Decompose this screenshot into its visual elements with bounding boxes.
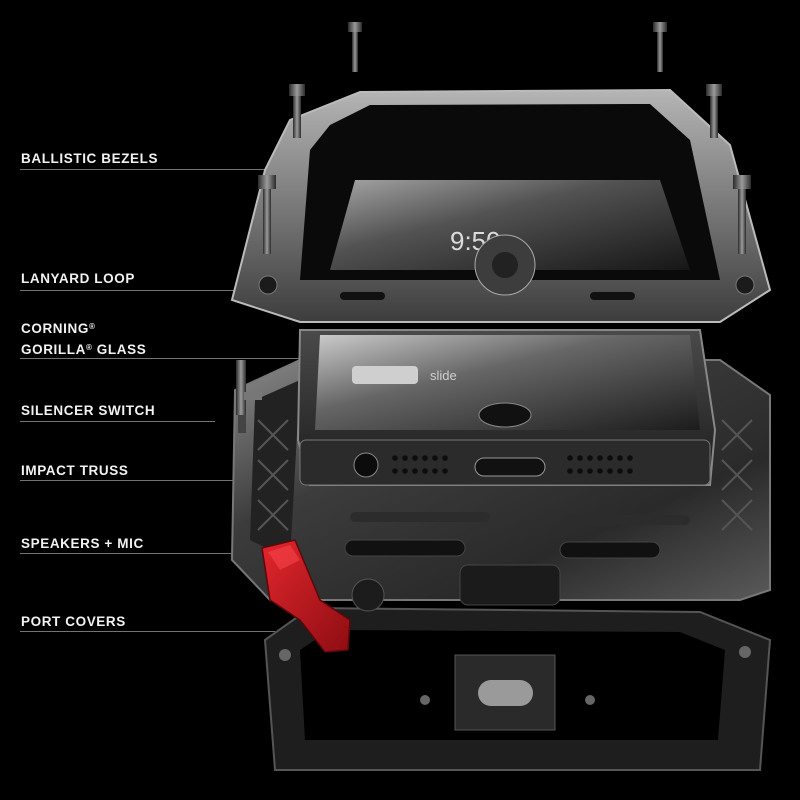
label-gorilla-word: GORILLA bbox=[21, 342, 86, 357]
label-impact-truss: IMPACT TRUSS bbox=[21, 463, 129, 478]
leader-lanyard-loop bbox=[20, 290, 260, 291]
label-ballistic-bezels: BALLISTIC BEZELS bbox=[21, 151, 159, 166]
label-port-covers: PORT COVERS bbox=[21, 614, 126, 629]
leader-port-covers bbox=[20, 631, 275, 632]
label-lanyard-loop: LANYARD LOOP bbox=[21, 271, 135, 286]
screw-2 bbox=[653, 22, 667, 72]
leader-silencer-switch bbox=[20, 421, 215, 422]
silencer-switch-part bbox=[236, 360, 262, 433]
screw-6 bbox=[733, 175, 751, 254]
bottom-bumper bbox=[263, 606, 772, 771]
screw-3 bbox=[289, 84, 305, 138]
registered-mark-2: ® bbox=[85, 343, 93, 352]
registered-mark: ® bbox=[88, 322, 96, 331]
label-speakers-mic: SPEAKERS + MIC bbox=[21, 536, 144, 551]
leader-speakers-mic bbox=[20, 553, 350, 554]
slide-to-unlock-text: slide bbox=[430, 368, 457, 383]
leader-gorilla-glass bbox=[20, 358, 310, 359]
ballistic-bezel-frame: 9:50 bbox=[230, 88, 772, 323]
red-port-cover bbox=[261, 539, 351, 653]
screw-1 bbox=[348, 22, 362, 72]
leader-ballistic-bezels bbox=[20, 169, 290, 170]
label-corning-line1: CORNING bbox=[21, 321, 89, 336]
screws bbox=[258, 22, 751, 254]
label-glass-word: GLASS bbox=[92, 342, 147, 357]
label-corning-gorilla-glass: CORNING® GORILLA® GLASS bbox=[21, 318, 146, 360]
label-silencer-switch: SILENCER SWITCH bbox=[21, 403, 156, 418]
screw-5 bbox=[258, 175, 276, 254]
leader-impact-truss bbox=[20, 480, 275, 481]
phone-body: slide bbox=[296, 329, 717, 486]
screw-4 bbox=[706, 84, 722, 138]
